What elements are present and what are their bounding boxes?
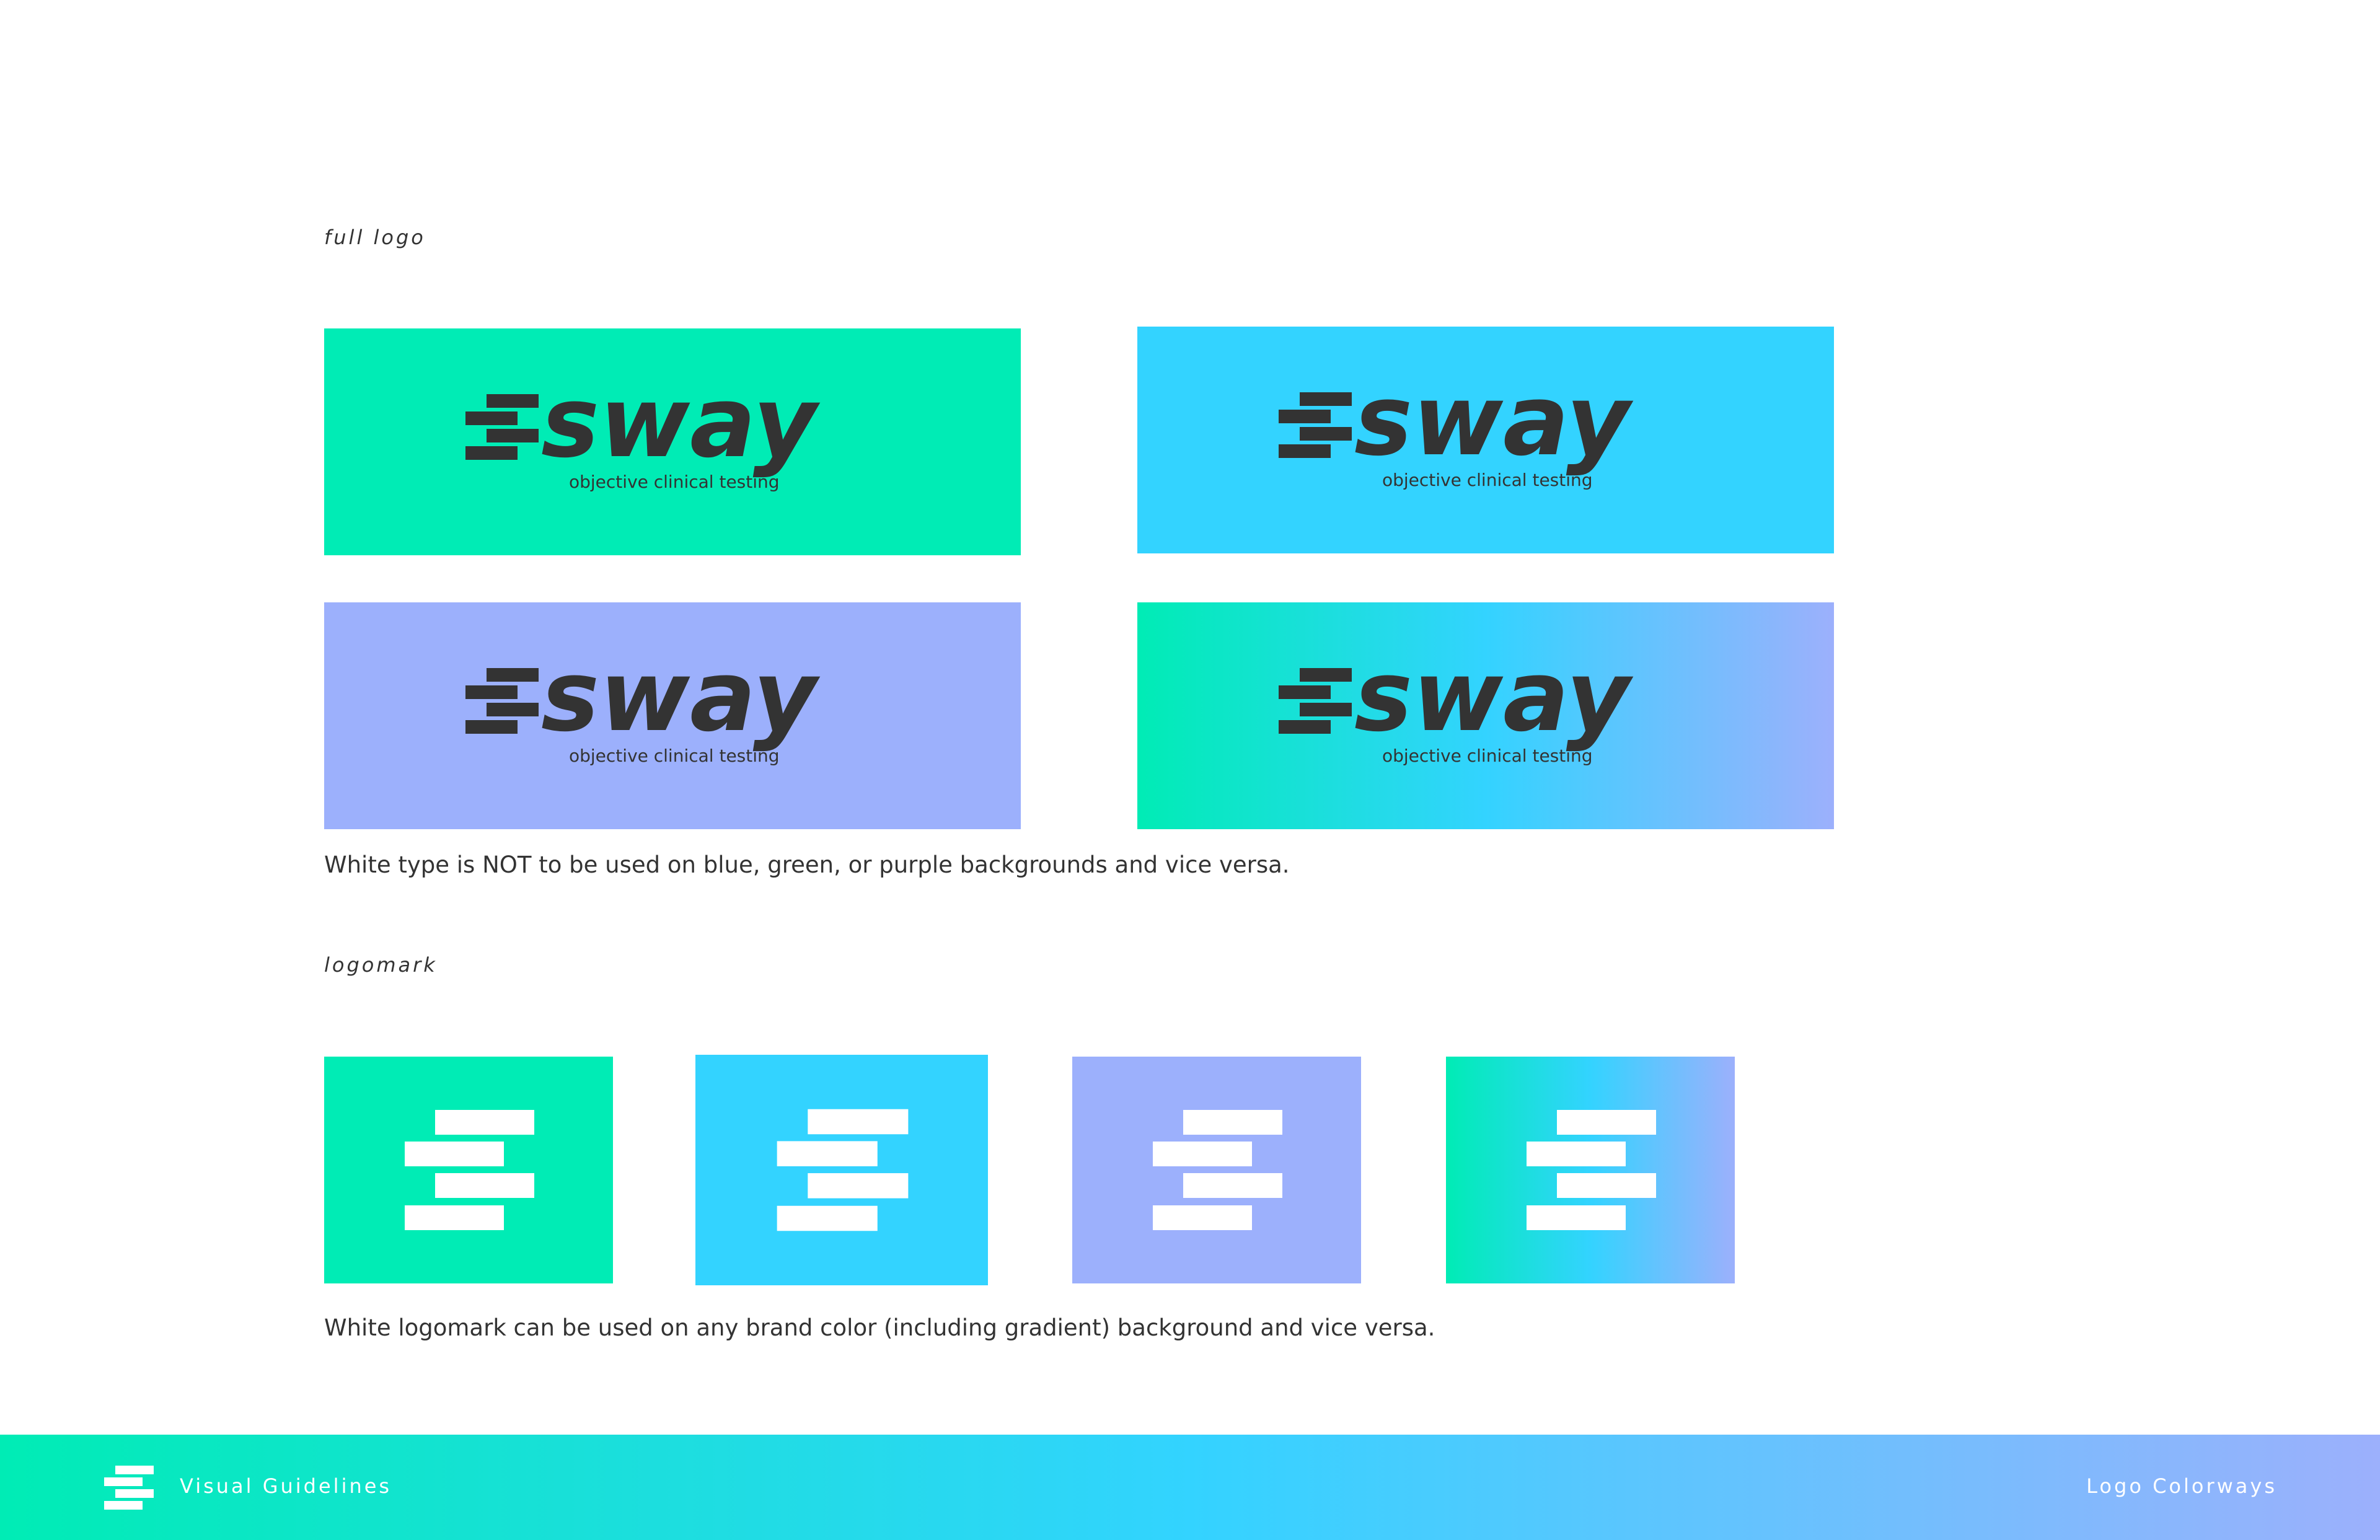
full-logo-caption: White type is NOT to be used on blue, gr… [324,851,1290,878]
wordmark: sway [1354,640,1634,754]
logomark-icon [1153,1110,1282,1230]
logomark-icon [1279,668,1352,734]
full-logo-tile-purple: sway objective clinical testing [324,602,1021,829]
tagline: objective clinical testing [1382,470,1593,490]
logomark-tile-gradient [1446,1057,1735,1283]
sway-logo: sway objective clinical testing [465,366,821,492]
full-logo-tile-blue: sway objective clinical testing [1137,327,1834,553]
logomark-icon [465,394,539,460]
logomark-icon [405,1110,534,1230]
footer-bar: Visual Guidelines Logo Colorways [0,1435,2380,1540]
full-logo-tile-gradient: sway objective clinical testing [1137,602,1834,829]
tagline: objective clinical testing [569,746,780,766]
logomark-icon [1527,1110,1656,1230]
section-label-logomark: logomark [324,953,438,977]
footer-left-label: Visual Guidelines [180,1474,392,1498]
logomark-tile-green [324,1057,613,1283]
tagline: objective clinical testing [569,472,780,492]
logomark-icon [777,1109,909,1231]
logomark-icon [1279,392,1352,458]
wordmark: sway [541,640,821,754]
sway-logo: sway objective clinical testing [465,640,821,766]
wordmark: sway [541,366,821,480]
logomark-tile-purple [1072,1057,1361,1283]
wordmark: sway [1354,364,1634,478]
full-logo-tile-green: sway objective clinical testing [324,328,1021,555]
section-label-full-logo: full logo [324,226,426,249]
sway-logo: sway objective clinical testing [1279,364,1634,490]
footer-right-label: Logo Colorways [2086,1474,2277,1498]
logomark-icon [465,668,539,734]
logomark-tile-blue [695,1055,988,1285]
sway-logo: sway objective clinical testing [1279,640,1634,766]
logomark-caption: White logomark can be used on any brand … [324,1314,1435,1341]
tagline: objective clinical testing [1382,746,1593,766]
logomark-icon [104,1466,154,1510]
